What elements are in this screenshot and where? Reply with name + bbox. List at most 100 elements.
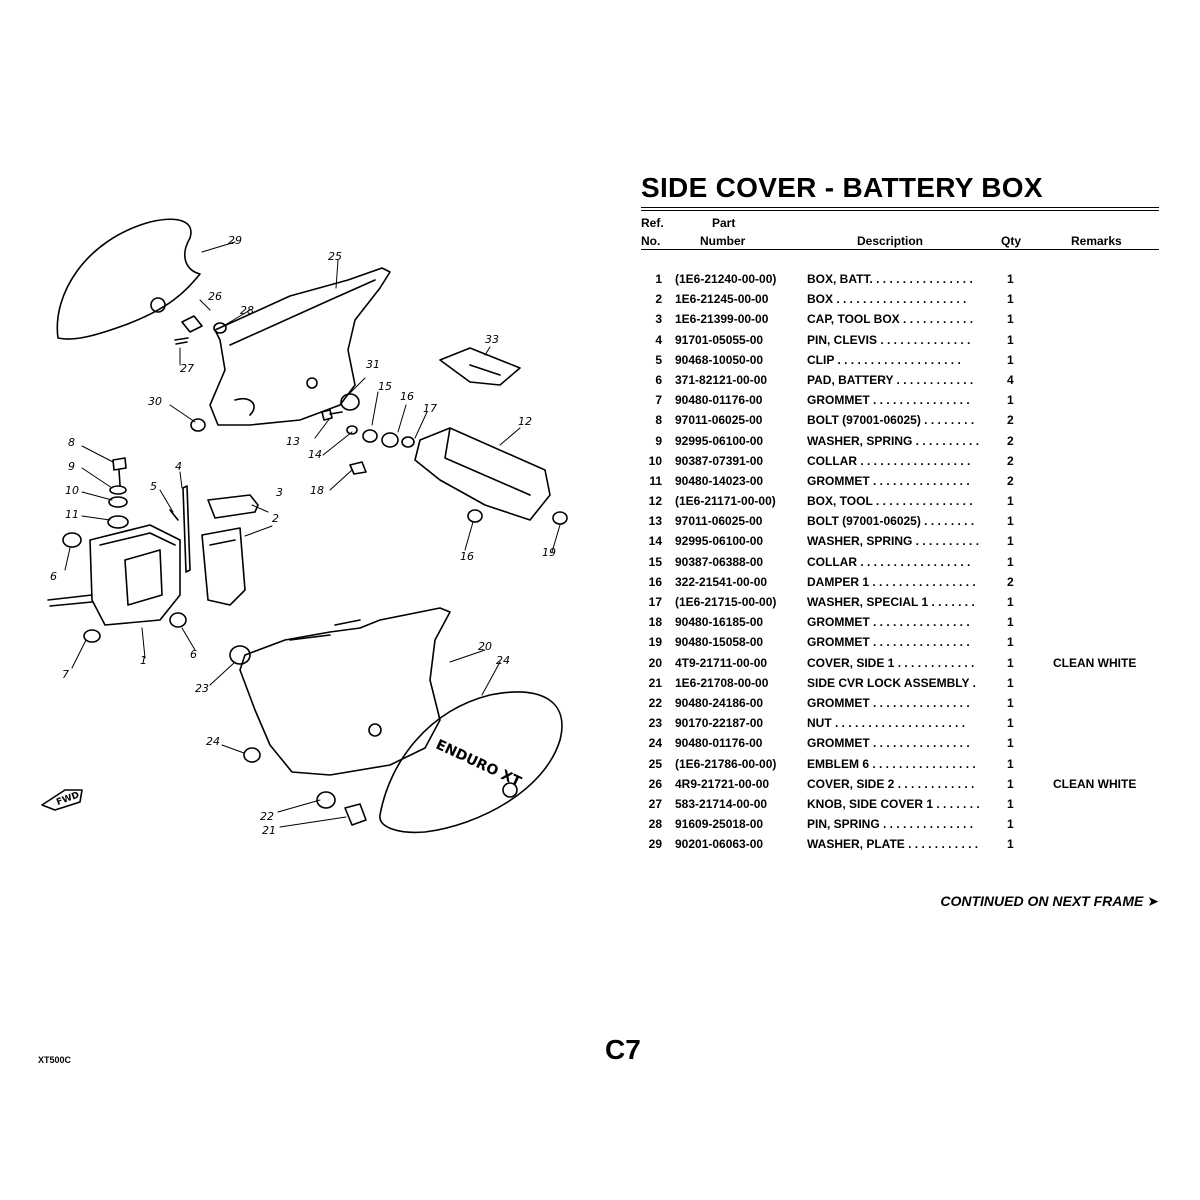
part-number-cell: 91701-05055-00 [675,332,764,347]
description-cell: DAMPER 1 . . . . . . . . . . . . . . . . [807,574,976,589]
ref-cell: 19 [648,635,662,650]
callout-21: 21 [262,824,276,837]
qty-cell: 1 [1007,695,1014,710]
part-number-cell: 90201-06063-00 [675,837,764,852]
ref-cell: 8 [655,413,662,428]
qty-cell: 2 [1007,453,1014,468]
description-cell: PIN, CLEVIS . . . . . . . . . . . . . . [807,332,971,347]
part-32-hole [150,297,166,313]
description-cell: CAP, TOOL BOX . . . . . . . . . . . [807,312,974,327]
part-27-knob [181,315,203,333]
ref-cell: 5 [655,352,662,367]
description-cell: BOLT (97001-06025) . . . . . . . . [807,514,975,529]
description-cell: WASHER, SPRING . . . . . . . . . . [807,534,980,549]
description-cell: WASHER, SPECIAL 1 . . . . . . . [807,595,975,609]
fwd-arrow-icon [41,789,83,811]
table-row: 25(1E6-21786-00-00)EMBLEM 6 . . . . . . … [641,755,1161,775]
ref-cell: 2 [655,292,662,307]
qty-cell: 1 [1007,352,1014,367]
description-cell: WASHER, SPRING . . . . . . . . . . [807,433,980,448]
parts-table: 1(1E6-21240-00-00)BOX, BATT. . . . . . .… [641,270,1161,855]
part-29-washer [213,322,227,334]
col-part-header-1: Part [712,216,736,230]
qty-cell: 1 [1007,716,1014,731]
ref-cell: 22 [648,695,662,710]
callout-31: 31 [366,358,380,371]
callout-17: 17 [423,402,437,415]
callout-25: 24 [496,654,510,667]
col-qty-header: Qty [1001,234,1022,248]
callout-30: 30 [148,395,162,408]
qty-cell: 1 [1007,776,1014,791]
table-row: 4 91701-05055-00 PIN, CLEVIS . . . . . . .… [641,331,1161,351]
callout-20: 20 [478,640,492,653]
part-24-grommet [243,747,261,763]
callout-29: 28 [240,304,254,317]
description-cell: COVER, SIDE 1 . . . . . . . . . . . . [807,655,975,670]
part-number-cell: (1E6-21786-00-00) [675,756,777,771]
qty-cell: 1 [1007,494,1014,509]
part-1-battery-box [89,524,181,626]
callout-14: 14 [308,448,322,461]
description-cell: BOX, TOOL . . . . . . . . . . . . . . . [807,494,973,509]
part-number-cell: 583-21714-00-00 [675,796,768,811]
qty-cell: 1 [1007,817,1014,832]
qty-cell: 1 [1007,796,1014,811]
ref-cell: 11 [649,473,662,488]
ref-cell: 25 [648,756,662,771]
callout-13: 13 [286,435,300,448]
ref-cell: 23 [648,716,662,731]
ref-cell: 28 [648,817,662,832]
part-number-cell: 4R9-21721-00-00 [675,776,770,791]
callout-27: 26 [208,290,222,303]
qty-cell: 2 [1007,413,1014,428]
qty-cell: 1 [1007,756,1014,771]
callout-23: 23 [195,682,209,695]
description-cell: PIN, SPRING . . . . . . . . . . . . . . [807,817,974,832]
table-row: 12(1E6-21171-00-00)BOX, TOOL . . . . . .… [641,492,1161,512]
emblem-text: ENDURO XT [433,737,524,791]
description-cell: GROMMET . . . . . . . . . . . . . . . [807,736,970,751]
part-number-cell: 1E6-21245-00-00 [675,292,769,307]
page-number: C7 [605,1034,641,1065]
part-8-bolt [112,457,127,486]
description-cell: NUT . . . . . . . . . . . . . . . . . . … [807,716,966,731]
part-number-cell: 90480-01176-00 [675,393,763,408]
qty-cell: 1 [1007,534,1014,549]
ref-cell: 29 [648,837,662,852]
part-number-cell: 90387-07391-00 [675,453,764,468]
part-number-cell: 322-21541-00-00 [675,574,768,589]
ref-cell: 26 [648,776,662,791]
callout-11: 11 [65,508,79,521]
qty-cell: 1 [1007,675,1014,690]
ref-cell: 3 [655,312,662,327]
part-3-cap [207,494,259,519]
part-33-pad [439,347,521,386]
description-cell: GROMMET . . . . . . . . . . . . . . . [807,695,970,710]
part-number-cell: 92995-06100-00 [675,433,764,448]
callout-16b: 16 [460,550,474,563]
qty-cell: 1 [1007,332,1014,347]
ref-cell: 27 [648,796,662,811]
callout-5: 5 [150,480,157,493]
qty-cell: 2 [1007,473,1014,488]
part-26-side-cover-2 [209,267,391,426]
remarks-cell: CLEAN WHITE [1053,655,1137,670]
description-cell: COLLAR . . . . . . . . . . . . . . . . . [807,453,971,468]
part-number-cell: 90170-22187-00 [675,716,764,731]
col-ref-header-2: No. [641,234,661,248]
ref-cell: 4 [655,332,662,347]
